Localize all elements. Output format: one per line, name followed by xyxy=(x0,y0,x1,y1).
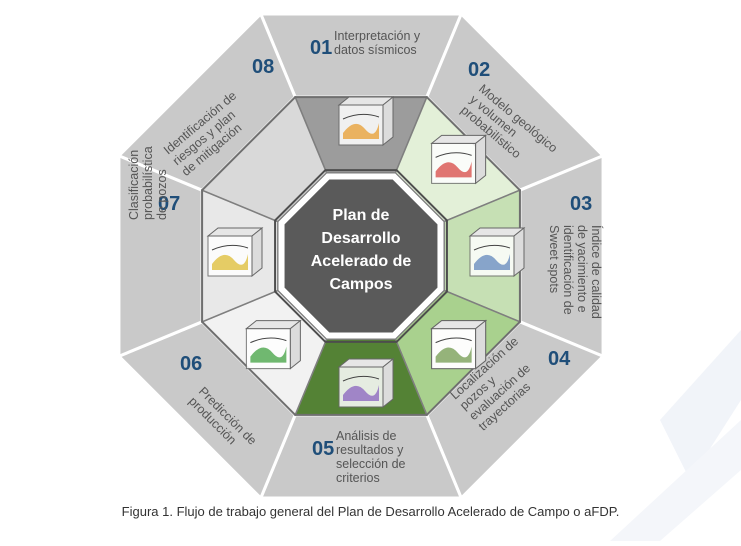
step-label-line: selección de xyxy=(336,457,406,471)
thumbnail-06 xyxy=(244,319,302,370)
step-number-04: 04 xyxy=(548,348,571,370)
thumbnail-02 xyxy=(430,134,488,185)
step-number-03: 03 xyxy=(570,193,592,215)
thumbnail-08 xyxy=(430,319,488,370)
thumbnail-03 xyxy=(468,226,526,278)
step-label-line: Análisis de xyxy=(336,429,396,443)
center-title-line: Acelerado de xyxy=(311,253,412,270)
mid-ring-outline xyxy=(201,96,521,416)
step-label-line: Clasificación xyxy=(127,150,141,220)
thumbnail-07 xyxy=(206,226,264,278)
step-label-line: criterios xyxy=(336,471,380,485)
center-title-line: Desarrollo xyxy=(321,230,400,247)
step-label-line: resultados y xyxy=(336,443,404,457)
thumbnail-05 xyxy=(337,357,395,409)
center-octagon-border xyxy=(274,169,448,343)
center-title-line: Plan de xyxy=(333,207,390,224)
step-label-line: Índice de calidad xyxy=(589,225,604,319)
step-label-line: probabilística xyxy=(141,146,155,220)
center-title-line: Campos xyxy=(329,276,392,293)
step-number-07: 07 xyxy=(158,193,180,215)
center-octagon xyxy=(278,173,444,339)
step-label-line: de yacimiento e xyxy=(575,225,589,313)
step-label-line: Interpretación y xyxy=(334,29,421,43)
step-label-line: Sweet spots xyxy=(547,225,561,293)
step-number-05: 05 xyxy=(312,438,334,460)
background-decoration xyxy=(610,330,741,541)
step-label-line: de pozos xyxy=(155,169,169,220)
step-label-line: identificación de xyxy=(561,225,575,315)
step-number-08: 08 xyxy=(252,56,274,78)
figure-caption: Figura 1. Flujo de trabajo general del P… xyxy=(121,504,620,519)
thumbnail-01 xyxy=(337,95,395,147)
step-number-06: 06 xyxy=(180,353,202,375)
step-number-02: 02 xyxy=(468,59,490,81)
step-number-01: 01 xyxy=(310,37,332,59)
step-label-line: datos sísmicos xyxy=(334,43,417,57)
